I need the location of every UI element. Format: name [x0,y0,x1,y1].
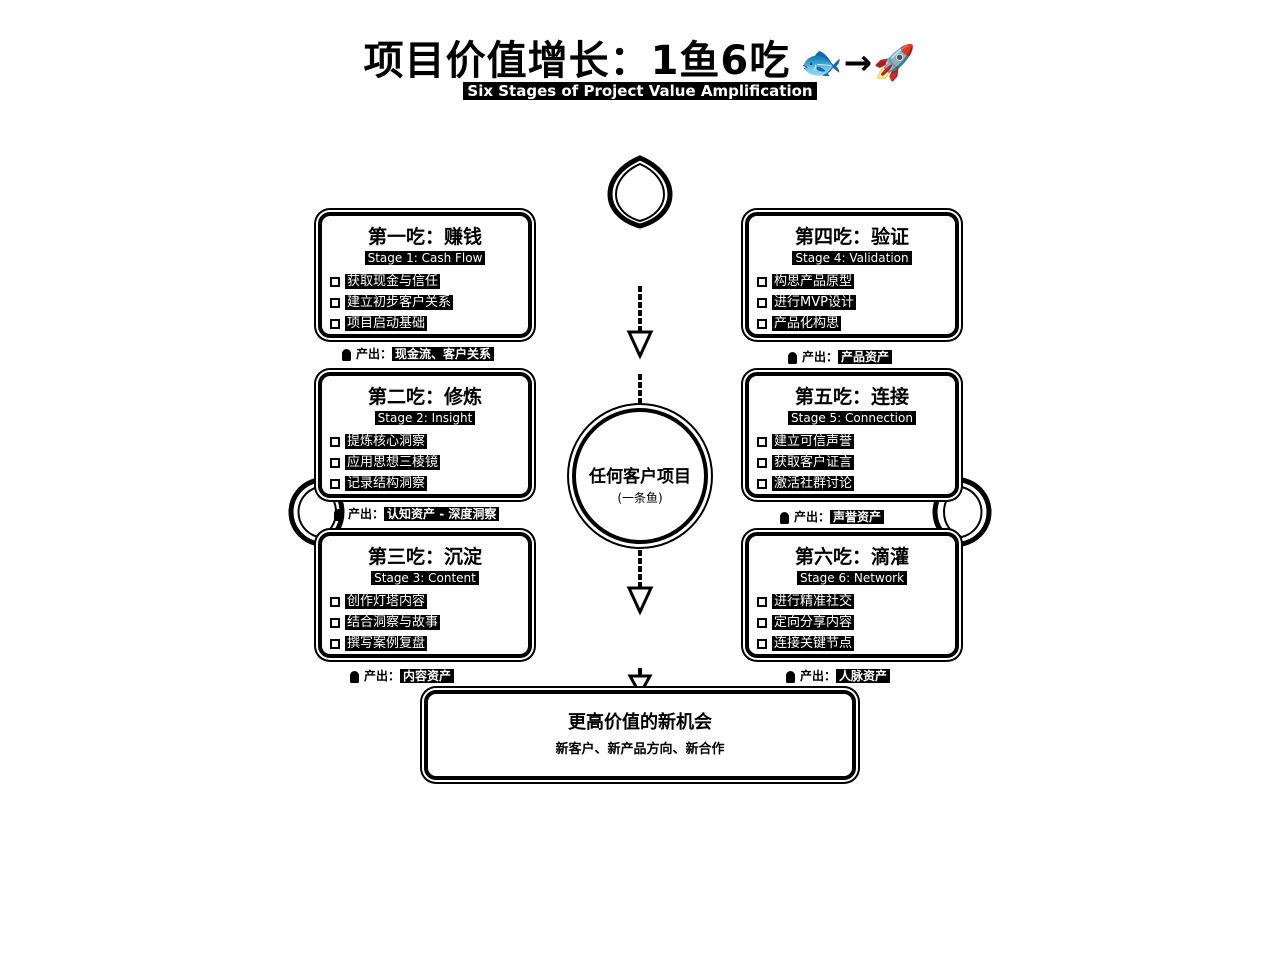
bullet-icon [757,276,767,287]
list-item: 结合洞察与故事 [330,612,528,633]
list-item: 构思产品原型 [757,271,955,292]
center-project-circle: 任何客户项目 (一条鱼) [572,408,708,544]
stage-6-output: 产出：人脉资产 [786,667,891,684]
stage-3-card: 第三吃：沉淀 Stage 3: Content 创作灯塔内容 结合洞察与故事 撰… [318,532,532,658]
list-item: 定向分享内容 [757,612,955,633]
center-subtitle: (一条鱼) [617,491,663,505]
lightbulb-icon [786,670,795,683]
stage-2-output: 产出：认知资产 - 深度洞察 [334,505,500,522]
bullet-icon [330,478,340,489]
bullet-icon [330,596,340,607]
arrow-down-3 [626,550,654,616]
list-item: 获取客户证言 [757,452,955,473]
list-item: 建立可信声誉 [757,431,955,452]
lightbulb-icon [342,348,351,361]
list-item: 撰写案例复盘 [330,633,528,654]
stage-title: 第一吃：赚钱 [367,226,482,248]
result-box: 更高价值的新机会 新客户、新产品方向、新合作 [424,690,856,780]
stage-3-output: 产出：内容资产 [350,667,455,684]
page-subtitle: Six Stages of Project Value Amplificatio… [0,82,1280,100]
bullet-icon [757,478,767,489]
bullet-icon [330,436,340,447]
list-item: 创作灯塔内容 [330,591,528,612]
stage-4-card: 第四吃：验证 Stage 4: Validation 构思产品原型 进行MVP设… [745,212,959,338]
title-text: 项目价值增长：1鱼6吃 [363,38,791,84]
bullet-icon [330,457,340,468]
stage-4-output: 产出：产品资产 [788,348,893,365]
arrow-down-1 [626,286,654,360]
bullet-icon [330,297,340,308]
stage-subtitle: Stage 2: Insight [322,411,528,425]
stage-subtitle: Stage 1: Cash Flow [322,251,528,265]
stage-subtitle: Stage 6: Network [749,571,955,585]
bullet-icon [757,617,767,628]
fish-to-rocket-icon: 🐟→🚀 [800,43,917,83]
bullet-icon [757,297,767,308]
bullet-icon [757,436,767,447]
bullet-icon [330,617,340,628]
stage-6-card: 第六吃：滴灌 Stage 6: Network 进行精准社交 定向分享内容 连接… [745,532,959,658]
list-item: 进行MVP设计 [757,292,955,313]
stage-title: 第五吃：连接 [794,386,909,408]
bullet-icon [757,457,767,468]
stage-1-output: 产出：现金流、客户关系 [342,345,495,362]
list-item: 项目启动基础 [330,313,528,334]
stage-5-output: 产出：声誉资产 [780,508,885,525]
lightbulb-icon [780,511,789,524]
lightbulb-icon [788,351,797,364]
bullet-icon [757,638,767,649]
bullet-icon [330,638,340,649]
bullet-icon [757,318,767,329]
bullet-icon [330,318,340,329]
arrow-down-4 [627,668,653,698]
stage-subtitle: Stage 4: Validation [749,251,955,265]
list-item: 建立初步客户关系 [330,292,528,313]
list-item: 记录结构洞察 [330,473,528,494]
stage-subtitle: Stage 3: Content [322,571,528,585]
list-item: 应用思想三棱镜 [330,452,528,473]
stage-title: 第六吃：滴灌 [794,546,909,568]
stage-5-card: 第五吃：连接 Stage 5: Connection 建立可信声誉 获取客户证言… [745,372,959,498]
stage-2-card: 第二吃：修炼 Stage 2: Insight 提炼核心洞察 应用思想三棱镜 记… [318,372,532,498]
list-item: 提炼核心洞察 [330,431,528,452]
stage-title: 第三吃：沉淀 [367,546,482,568]
top-lens-shape [607,155,673,229]
result-subtitle: 新客户、新产品方向、新合作 [555,742,725,757]
bullet-icon [330,276,340,287]
list-item: 连接关键节点 [757,633,955,654]
result-title: 更高价值的新机会 [568,712,712,733]
lightbulb-icon [334,508,343,521]
center-title: 任何客户项目 [589,467,691,487]
stage-1-card: 第一吃：赚钱 Stage 1: Cash Flow 获取现金与信任 建立初步客户… [318,212,532,338]
stage-title: 第二吃：修炼 [367,386,482,408]
bullet-icon [757,596,767,607]
list-item: 进行精准社交 [757,591,955,612]
list-item: 产品化构思 [757,313,955,334]
list-item: 激活社群讨论 [757,473,955,494]
page-title: 项目价值增长：1鱼6吃🐟→🚀 [0,28,1280,86]
stage-subtitle: Stage 5: Connection [749,411,955,425]
lightbulb-icon [350,670,359,683]
list-item: 获取现金与信任 [330,271,528,292]
stage-title: 第四吃：验证 [794,226,909,248]
